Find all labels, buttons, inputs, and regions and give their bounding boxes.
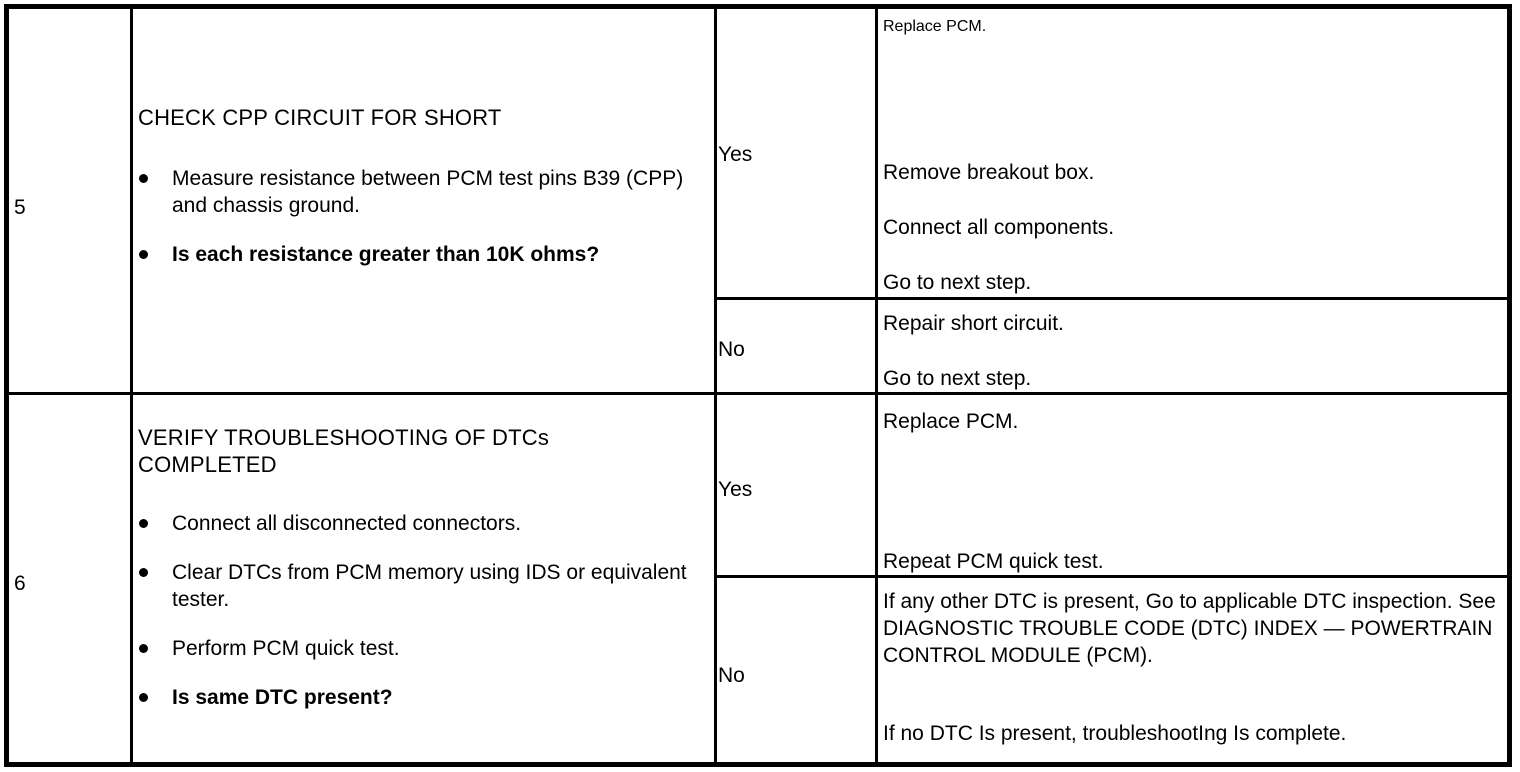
outcome-divider-row5 [714, 297, 1512, 300]
action-line: Replace PCM. [883, 410, 1019, 433]
row-divider-step5-step6 [4, 392, 1512, 395]
list-item: Connect all disconnected connectors. [138, 510, 704, 537]
action-line: Repeat PCM quick test. [883, 550, 1104, 573]
action-line: If any other DTC is present, Go to appli… [883, 590, 1496, 667]
list-item-label: Is each resistance greater than 10K ohms… [172, 243, 600, 266]
instruction-title: VERIFY TROUBLESHOOTING OF DTCs COMPLETED [138, 425, 550, 477]
column-divider-step [130, 4, 133, 767]
outcome-label-yes: Yes [718, 143, 753, 166]
table-border-left [4, 4, 9, 767]
action-cell-step5-no: Repair short circuit. Go to next step. [883, 300, 1503, 392]
outcome-label-no: No [718, 664, 745, 687]
outcome-label-yes: Yes [718, 478, 753, 501]
bullet-dot-icon [139, 644, 148, 653]
action-line: Repair short circuit. [883, 312, 1064, 335]
list-item: Measure resistance between PCM test pins… [138, 165, 704, 219]
outcome-divider-row6 [714, 575, 1512, 578]
bullet-dot-icon [139, 174, 148, 183]
list-item: Perform PCM quick test. [138, 635, 704, 662]
table-border-bottom [4, 762, 1512, 767]
list-item-label: Is same DTC present? [172, 686, 393, 709]
bullet-dot-icon [139, 250, 148, 259]
instruction-cell-step5: CHECK CPP CIRCUIT FOR SHORT Measure resi… [138, 104, 704, 374]
instruction-title: CHECK CPP CIRCUIT FOR SHORT [138, 105, 502, 130]
list-item-label: Perform PCM quick test. [172, 637, 400, 660]
instruction-bullet-list: Connect all disconnected connectors. Cle… [138, 510, 704, 711]
action-line: Go to next step. [883, 271, 1032, 294]
diagnostic-procedure-table: 5 CHECK CPP CIRCUIT FOR SHORT Measure re… [4, 4, 1512, 767]
column-divider-result [714, 4, 717, 767]
step-number: 5 [14, 196, 26, 219]
list-item-label: Connect all disconnected connectors. [172, 512, 522, 535]
action-line: Replace PCM. [883, 18, 987, 35]
bullet-dot-icon [139, 568, 148, 577]
table-border-top [4, 4, 1512, 9]
action-line: If no DTC Is present, troubleshootIng Is… [883, 722, 1347, 745]
list-item: Is same DTC present? [138, 684, 704, 711]
action-cell-step6-yes: Replace PCM. Repeat PCM quick test. [883, 395, 1503, 575]
list-item: Clear DTCs from PCM memory using IDS or … [138, 559, 704, 613]
list-item-label: Measure resistance between PCM test pins… [172, 167, 684, 217]
column-divider-action [875, 4, 878, 767]
bullet-dot-icon [139, 519, 148, 528]
action-cell-step6-no: If any other DTC is present, Go to appli… [883, 578, 1507, 762]
list-item: Is each resistance greater than 10K ohms… [138, 241, 704, 268]
action-line: Remove breakout box. [883, 161, 1095, 184]
outcome-label-no: No [718, 338, 745, 361]
instruction-cell-step6: VERIFY TROUBLESHOOTING OF DTCs COMPLETED… [138, 424, 704, 754]
action-line: Connect all components. [883, 216, 1115, 239]
table-border-right [1507, 4, 1512, 767]
bullet-dot-icon [139, 693, 148, 702]
list-item-label: Clear DTCs from PCM memory using IDS or … [172, 561, 687, 611]
instruction-bullet-list: Measure resistance between PCM test pins… [138, 165, 704, 268]
step-number: 6 [14, 572, 26, 595]
action-cell-step5-yes: Replace PCM. Remove breakout box. Connec… [883, 4, 1503, 294]
action-line: Go to next step. [883, 367, 1032, 390]
